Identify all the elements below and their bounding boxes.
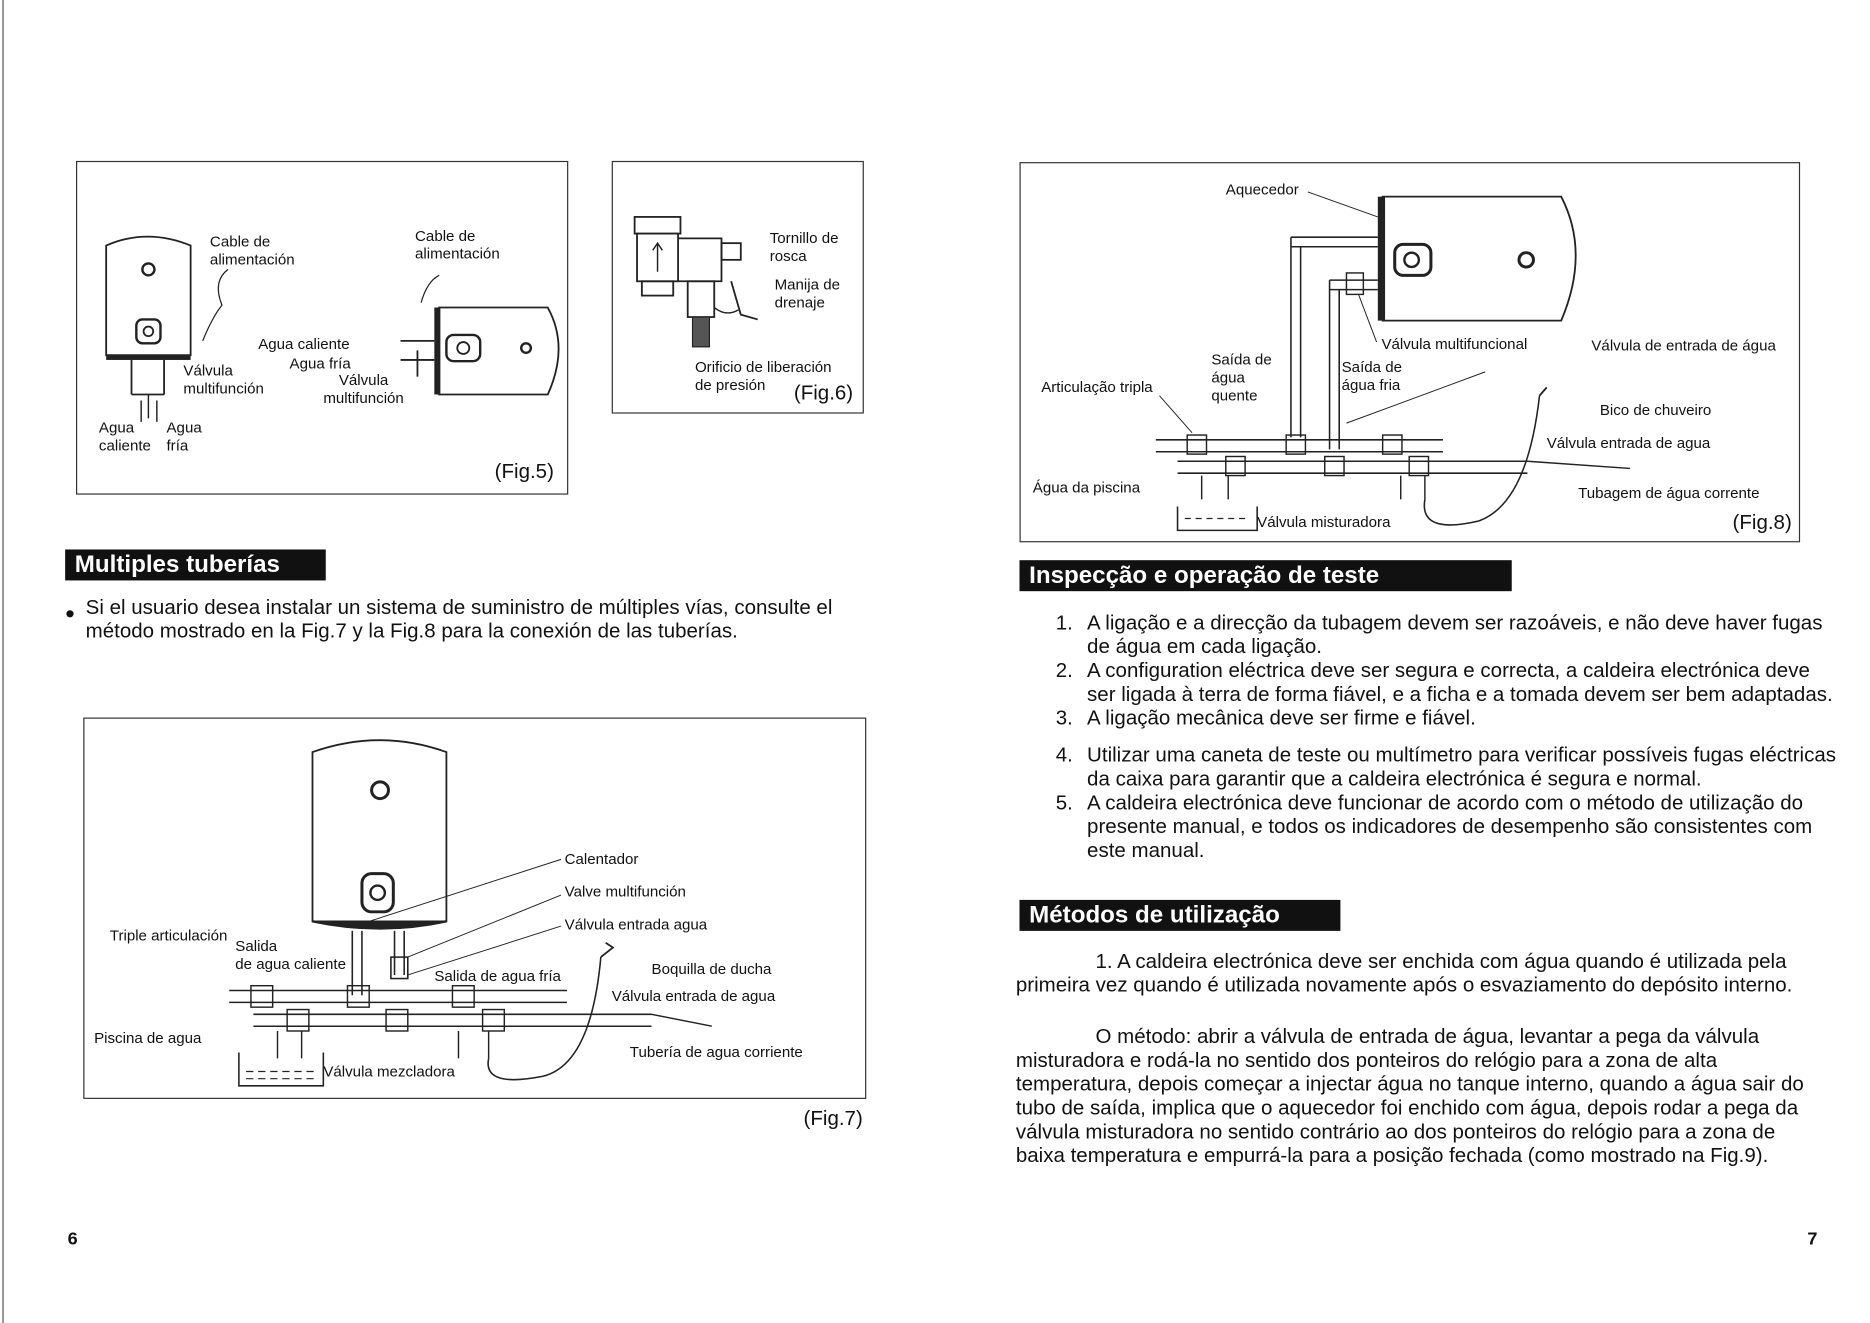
fig7-caption: (Fig.7) bbox=[803, 1107, 863, 1130]
fig7-label-mezcladora: Válvula mezcladora bbox=[323, 1063, 455, 1080]
fig8-label-multifuncional: Válvula multifuncional bbox=[1381, 336, 1528, 353]
fig7-label-entrada-1: Válvula entrada agua bbox=[564, 916, 708, 934]
fig5-label-valve-2: Válvula multifunción bbox=[323, 371, 404, 407]
heading-multiples-tuberias: Multiples tuberías bbox=[65, 549, 326, 581]
fig8-label-tripla: Articulação tripla bbox=[1041, 379, 1153, 396]
checklist: 1.A ligação e a direcção da tubagem deve… bbox=[1056, 611, 1840, 862]
bullet-text: Si el usuario desea instalar un sistema … bbox=[85, 595, 833, 643]
fig7-label-piscina: Piscina de agua bbox=[94, 1029, 202, 1047]
fig5-label-cable-1: Cable de alimentación bbox=[209, 233, 295, 269]
fig5-label-valve-1: Válvula multifunción bbox=[183, 362, 264, 397]
checklist-item: 4.Utilizar uma caneta de teste ou multím… bbox=[1055, 743, 1837, 791]
fig7-label-calentador: Calentador bbox=[564, 851, 639, 868]
fig8-label-bico: Bico de chuveiro bbox=[1599, 401, 1712, 419]
fig6-drawing bbox=[633, 216, 758, 348]
fig5-label-hot: Agua caliente bbox=[258, 336, 350, 353]
checklist-item: 2.A configuration eléctrica deve ser seg… bbox=[1055, 659, 1833, 706]
figure-6: Tornillo de rosca Manija de drenaje Orif… bbox=[611, 160, 864, 414]
fig8-label-saida-fria: Saída de água fria bbox=[1341, 358, 1403, 394]
usage-paragraph-1: 1. A caldeira electrónica deve ser enchi… bbox=[1015, 949, 1793, 997]
fig8-label-entrada-agua-2: Válvula entrada de agua bbox=[1546, 435, 1711, 452]
page-edge-line bbox=[2, 0, 4, 1323]
page-number-left: 6 bbox=[67, 1228, 78, 1250]
checklist-item: 3.A ligação mecânica deve ser firme e fi… bbox=[1055, 706, 1476, 730]
fig7-label-salida-caliente: Salida de agua caliente bbox=[235, 938, 346, 973]
fig7-label-valve: Valve multifunción bbox=[564, 883, 686, 900]
fig5-label-cable-2: Cable de alimentación bbox=[415, 227, 500, 263]
fig7-label-tuberia: Tubería de agua corriente bbox=[629, 1044, 803, 1061]
heading-inspeccao: Inspecção e operação de teste bbox=[1019, 560, 1512, 592]
fig8-label-saida-quente: Saída de água quente bbox=[1211, 351, 1272, 405]
fig5-drawing bbox=[105, 235, 560, 422]
heading-metodos: Métodos de utilização bbox=[1019, 899, 1341, 931]
figure-5: Cable de alimentación Cable de alimentac… bbox=[76, 160, 569, 495]
fig6-label-tornillo: Tornillo de rosca bbox=[769, 230, 839, 265]
usage-paragraph-2: O método: abrir a válvula de entrada de … bbox=[1015, 1025, 1804, 1167]
figure-8: Aquecedor Válvula multifuncional Válvula… bbox=[1019, 162, 1801, 543]
fig8-label-aquecedor: Aquecedor bbox=[1225, 181, 1299, 198]
bullet-dot bbox=[66, 610, 74, 618]
checklist-item: 1.A ligação e a direcção da tubagem deve… bbox=[1055, 611, 1823, 658]
fig7-label-boquilla: Boquilla de ducha bbox=[651, 960, 772, 978]
fig6-caption: (Fig.6) bbox=[793, 381, 854, 405]
fig8-label-misturadora: Válvula misturadora bbox=[1257, 513, 1391, 531]
fig6-label-orificio: Orificio de liberación de presión bbox=[694, 358, 832, 394]
fig5-label-agua-caliente: Agua caliente bbox=[98, 419, 151, 455]
fig5-caption: (Fig.5) bbox=[494, 460, 554, 483]
fig7-label-triple: Triple articulación bbox=[109, 927, 228, 944]
page-number-right: 7 bbox=[1807, 1228, 1818, 1250]
fig7-label-salida-fria: Salida de agua fría bbox=[434, 967, 561, 985]
fig8-label-tubagem: Tubagem de água corrente bbox=[1578, 485, 1760, 502]
fig5-label-agua-fria: Agua fría bbox=[166, 419, 202, 455]
fig5-label-cold: Agua fría bbox=[289, 355, 351, 372]
fig7-drawing bbox=[229, 739, 712, 1087]
checklist-item: 5.A caldeira electrónica deve funcionar … bbox=[1055, 791, 1813, 862]
fig8-label-piscina: Água da piscina bbox=[1032, 479, 1141, 496]
fig8-label-entrada-agua: Válvula de entrada de água bbox=[1591, 337, 1776, 354]
figure-7: Calentador Valve multifunción Válvula en… bbox=[83, 717, 867, 1099]
fig7-label-entrada-2: Válvula entrada de agua bbox=[611, 988, 776, 1005]
fig8-drawing bbox=[1155, 191, 1631, 532]
fig8-caption: (Fig.8) bbox=[1732, 511, 1792, 534]
fig6-label-manija: Manija de drenaje bbox=[774, 276, 840, 312]
